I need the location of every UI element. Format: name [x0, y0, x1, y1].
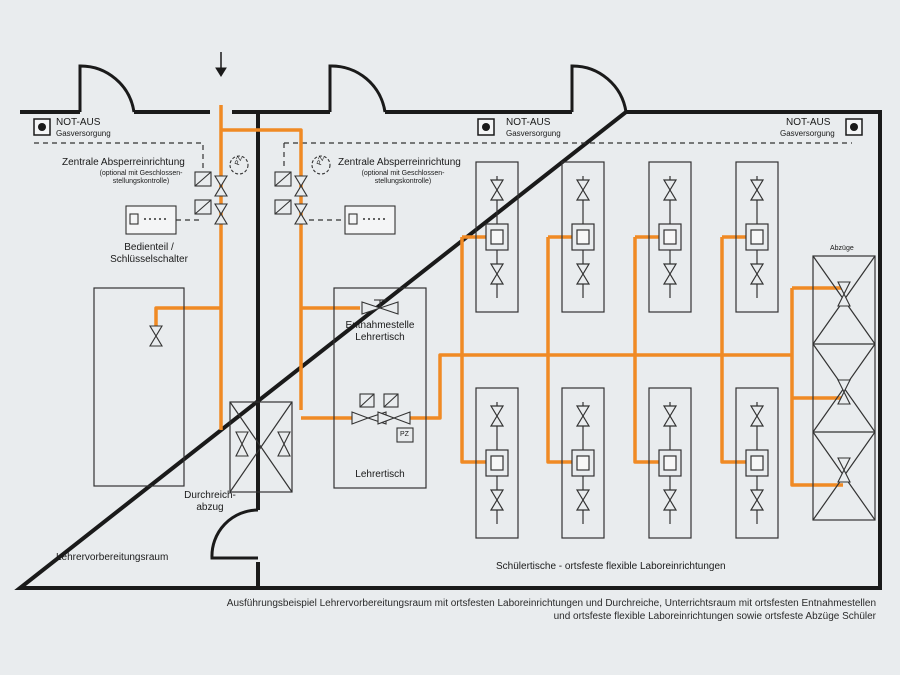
student-table-4	[735, 161, 779, 313]
central-valve-sub-1: (optional mit Geschlossen- stellungskont…	[99, 170, 183, 186]
student-table-7	[648, 387, 692, 539]
panel-dots	[144, 218, 385, 220]
emergency-stop-sub-1: Gasversorgung	[56, 129, 111, 138]
teacher-desk-valves	[351, 299, 414, 443]
emergency-stop-label-2: NOT-AUS	[506, 117, 551, 128]
central-valve-sub-2: (optional mit Geschlossen- stellungskont…	[361, 170, 445, 186]
emergency-stop-label-3: NOT-AUS	[786, 117, 831, 128]
student-table-3	[648, 161, 692, 313]
valve-group-2	[274, 155, 331, 225]
gas-lines	[154, 105, 843, 487]
passthrough-hood-label: Durchreich- abzug	[184, 490, 236, 513]
student-table-5	[475, 387, 519, 539]
emergency-stop-sub-2: Gasversorgung	[506, 129, 561, 138]
passthrough-hood	[229, 401, 293, 493]
central-valve-label-1: Zentrale Absperreinrichtung	[62, 157, 185, 168]
caption-line-2: und ortsfeste flexible Laboreinrichtunge…	[553, 610, 876, 622]
student-table-1	[475, 161, 519, 313]
control-wiring	[34, 142, 852, 221]
control-panels	[125, 205, 396, 235]
student-table-8	[735, 387, 779, 539]
caption-line-1: Ausführungsbeispiel Lehrervorbereitungsr…	[226, 598, 876, 609]
teacher-desk-label: Lehrertisch	[355, 469, 405, 480]
prep-table-valve	[149, 325, 163, 347]
student-tables	[475, 161, 779, 539]
emergency-stop-sub-3: Gasversorgung	[780, 129, 835, 138]
central-valve-label-2: Zentrale Absperreinrichtung	[338, 157, 461, 168]
fume-hoods-label: Abzüge	[830, 245, 854, 252]
pz-label-3: PZ	[400, 431, 409, 438]
student-tables-label: Schülertische - ortsfeste flexible Labor…	[496, 561, 726, 572]
prep-room-label: Lehrervorbereitungsraum	[56, 552, 169, 563]
fume-hood-valves	[837, 281, 851, 483]
tap-teacher-label: Entnahmestelle Lehrertisch	[345, 320, 415, 343]
emergency-stop-icon	[33, 118, 863, 136]
valve-group-1	[194, 155, 249, 225]
hood-valves	[235, 431, 291, 457]
emergency-stop-label-1: NOT-AUS	[56, 117, 101, 128]
student-table-2	[561, 161, 605, 313]
student-table-6	[561, 387, 605, 539]
caption: Ausführungsbeispiel Lehrervorbereitungsr…	[227, 598, 876, 623]
control-panel-label: Bedienteil / Schlüsselschalter	[110, 242, 188, 265]
furniture	[93, 287, 427, 489]
supply-arrow-icon	[215, 52, 227, 77]
